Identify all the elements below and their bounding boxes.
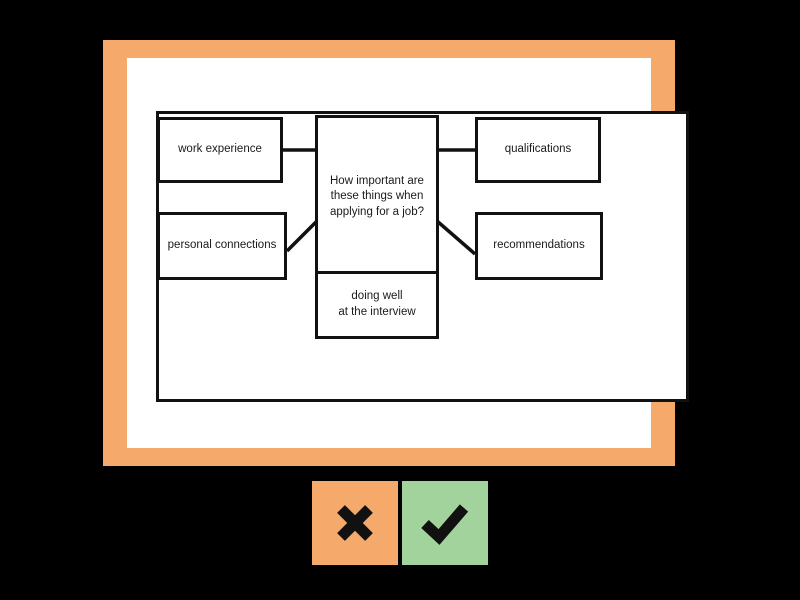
node-work-experience-label: work experience bbox=[178, 143, 262, 156]
answer-bar bbox=[312, 481, 488, 565]
reject-button[interactable] bbox=[312, 481, 398, 565]
accept-button[interactable] bbox=[402, 481, 488, 565]
node-personal-connections[interactable]: personal connections bbox=[157, 212, 287, 280]
node-qualifications[interactable]: qualifications bbox=[475, 117, 601, 183]
node-center-question[interactable]: How important are these things when appl… bbox=[315, 115, 439, 279]
node-recommendations-label: recommendations bbox=[493, 239, 585, 252]
slide-panel: work experience personal connections How… bbox=[103, 40, 689, 466]
node-center-question-label: How important are these things when appl… bbox=[330, 174, 424, 218]
node-doing-well-at-interview[interactable]: doing well at the interview bbox=[315, 271, 439, 339]
node-recommendations[interactable]: recommendations bbox=[475, 212, 603, 280]
node-qualifications-label: qualifications bbox=[504, 143, 572, 156]
check-icon bbox=[421, 504, 469, 545]
cross-icon bbox=[337, 505, 373, 541]
node-work-experience[interactable]: work experience bbox=[157, 117, 283, 183]
node-doing-well-at-interview-label: doing well at the interview bbox=[338, 290, 416, 318]
node-personal-connections-label: personal connections bbox=[167, 239, 277, 252]
